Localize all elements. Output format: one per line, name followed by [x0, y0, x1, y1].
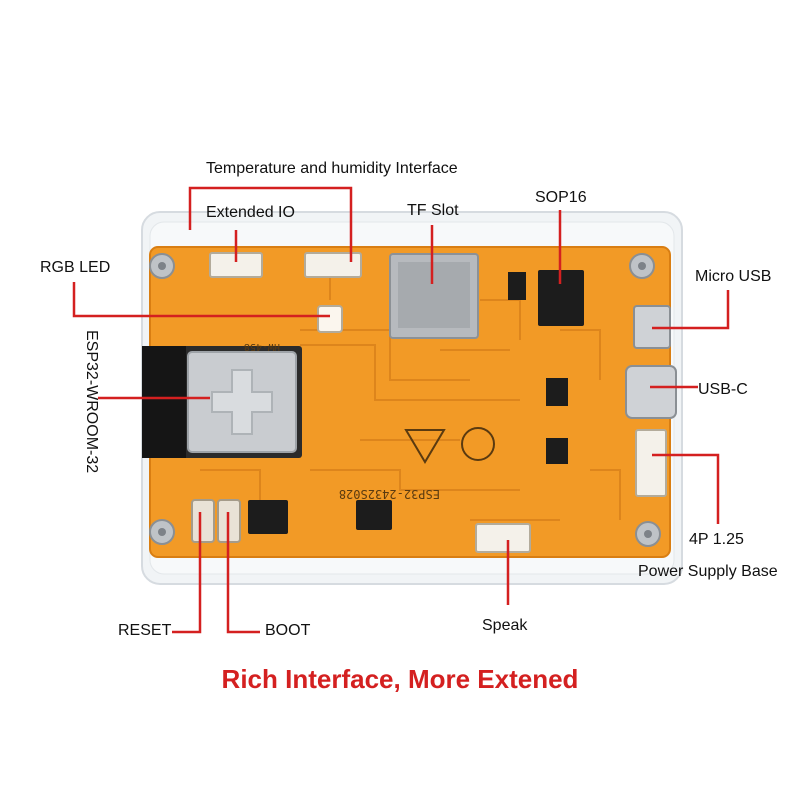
- callout-power: [652, 453, 720, 524]
- ic-small-2: [356, 500, 392, 530]
- ic-small-1: [248, 500, 288, 534]
- power-4p-connector: [635, 429, 667, 497]
- callout-rgb-led: [72, 282, 330, 318]
- warning-triangle-mark: [404, 429, 446, 464]
- label-power-base: Power Supply Base: [638, 563, 778, 580]
- label-usb-c: USB-C: [698, 381, 748, 398]
- label-reset: RESET: [118, 622, 172, 639]
- label-power-4p: 4P 1.25: [689, 531, 744, 548]
- callout-temp-humidity: [188, 186, 353, 262]
- rgb-led-component: [317, 305, 343, 333]
- board-module-text: HW-458: [244, 341, 280, 352]
- esp32-antenna: [142, 346, 186, 458]
- temp-humidity-connector: [304, 252, 362, 278]
- label-boot: BOOT: [265, 622, 311, 639]
- sop16-chip: [538, 270, 584, 326]
- label-speak: Speak: [482, 617, 528, 634]
- esp32-shield-mark: [211, 369, 273, 435]
- label-sop16: SOP16: [535, 189, 587, 206]
- pb-free-mark: [461, 427, 495, 461]
- label-extended-io: Extended IO: [206, 204, 295, 221]
- label-tf-slot: TF Slot: [407, 202, 459, 219]
- mounting-screws: [149, 253, 661, 547]
- ic-small-4: [546, 438, 568, 464]
- reset-button-component: [191, 499, 215, 543]
- label-esp32: ESP32-WROOM-32: [83, 330, 100, 474]
- caption-title: Rich Interface, More Extened: [221, 664, 579, 694]
- callout-boot: [226, 512, 260, 634]
- callout-micro-usb: [652, 290, 730, 330]
- label-temperature-humidity: Temperature and humidity Interface: [206, 160, 458, 177]
- usb-c-port: [625, 365, 677, 419]
- label-rgb-led: RGB LED: [40, 259, 111, 276]
- callout-reset: [172, 512, 202, 634]
- speaker-connector: [475, 523, 531, 553]
- ic-small-3: [546, 378, 568, 406]
- board-model-text: ESP32-2432S028: [339, 487, 440, 501]
- label-micro-usb: Micro USB: [695, 268, 772, 285]
- callout-lines: [72, 186, 730, 634]
- ic-small-5: [508, 272, 526, 300]
